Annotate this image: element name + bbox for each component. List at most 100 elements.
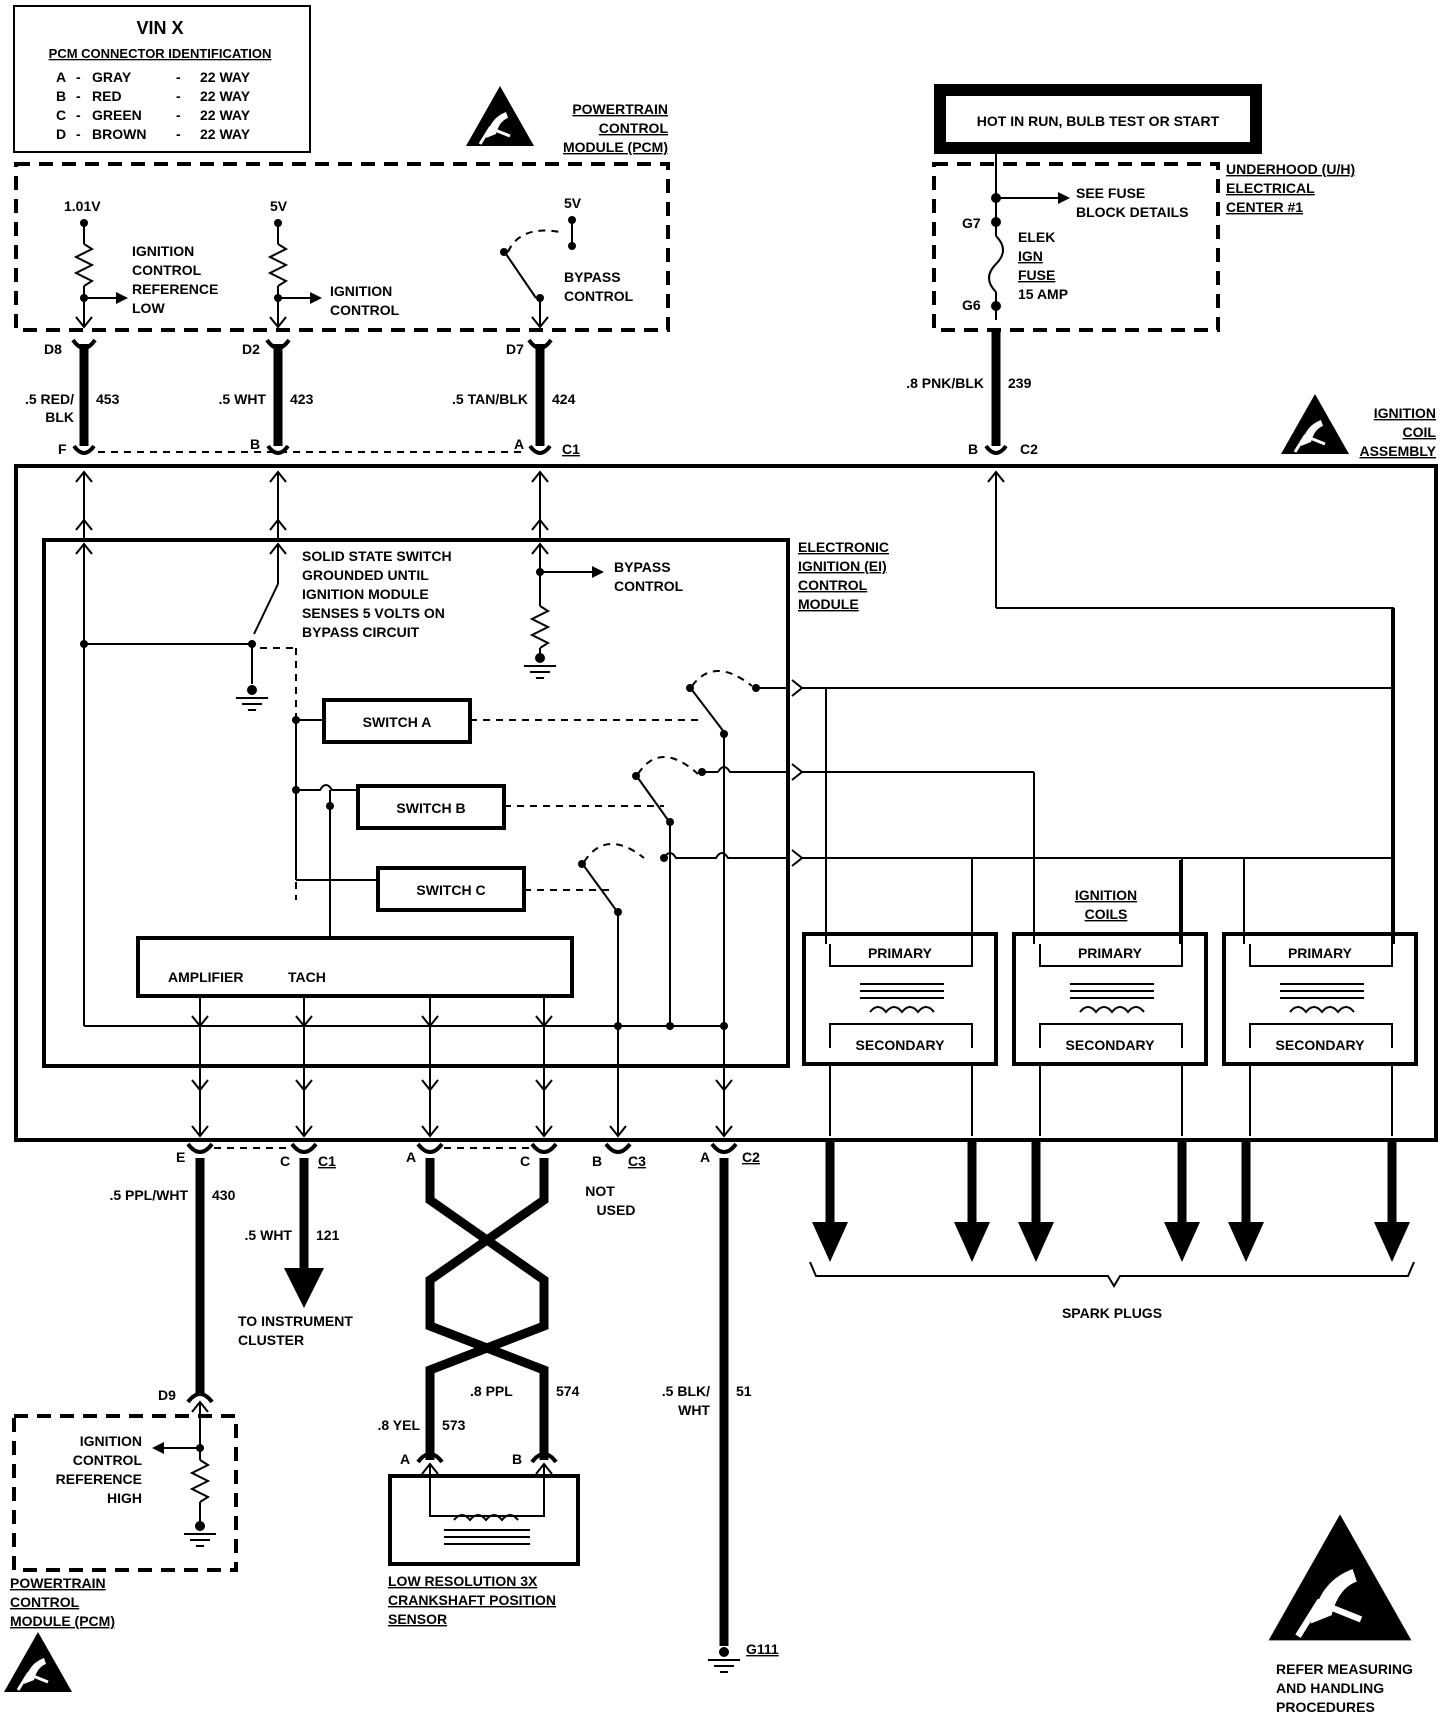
coil-assembly-label-3: ASSEMBLY: [1359, 443, 1436, 459]
vin-row-c-letter: C: [56, 107, 66, 123]
svg-text:-: -: [76, 107, 81, 123]
coil-3-primary: PRIMARY: [1288, 945, 1353, 961]
pcm-top: POWERTRAIN CONTROL MODULE (PCM) 1.01V IG…: [14, 101, 670, 332]
wire-239-label: .8 PNK/BLK: [906, 375, 984, 391]
sensor-pin-b: B: [512, 1451, 522, 1467]
esd-warning-icon: [1279, 392, 1351, 456]
terminal-g6: G6: [962, 297, 981, 313]
top-connectors: D8 D2 D7 .5 RED/ BLK 453 .5 WHT 423 .5 T…: [25, 338, 580, 457]
pcm-label-3: MODULE (PCM): [563, 139, 668, 155]
bypass-inner-1: BYPASS: [614, 559, 671, 575]
pin-b-c3: B: [592, 1153, 602, 1169]
vin-subtitle: PCM CONNECTOR IDENTIFICATION: [49, 46, 272, 61]
vin-row-d-letter: D: [56, 126, 66, 142]
pin-b: B: [250, 436, 260, 452]
tach-label: TACH: [288, 969, 326, 985]
wire-573-circuit: 573: [442, 1417, 466, 1433]
wire-51-color: WHT: [678, 1402, 710, 1418]
pcm-bottom-label-2: CONTROL: [10, 1594, 80, 1610]
icr-low-2: CONTROL: [132, 262, 202, 278]
connector-c1: C1: [562, 441, 580, 457]
wire-239-circuit: 239: [1008, 375, 1032, 391]
svg-text:-: -: [176, 107, 181, 123]
connector-c2-bottom: C2: [742, 1149, 760, 1165]
svg-text:-: -: [176, 69, 181, 85]
coils-label-2: COILS: [1085, 906, 1128, 922]
wire-453-circuit: 453: [96, 391, 120, 407]
solid-state-4: SENSES 5 VOLTS ON: [302, 605, 445, 621]
ei-label-2: IGNITION (EI): [798, 558, 887, 574]
svg-text:-: -: [176, 126, 181, 142]
switch-a-label: SWITCH A: [363, 714, 432, 730]
voltage-3: 5V: [564, 195, 582, 211]
hot-in-run-label: HOT IN RUN, BULB TEST OR START: [977, 113, 1220, 129]
pin-a-c3: A: [406, 1149, 416, 1165]
wire-430-label: .5 PPL/WHT: [109, 1187, 188, 1203]
terminal-g7: G7: [962, 215, 981, 231]
connector-c3: C3: [628, 1153, 646, 1169]
see-fuse-1: SEE FUSE: [1076, 185, 1145, 201]
vin-row-d-ways: 22 WAY: [200, 126, 251, 142]
svg-text:-: -: [76, 69, 81, 85]
pin-d2: D2: [242, 341, 260, 357]
wire-574-circuit: 574: [556, 1383, 580, 1399]
coil-2: PRIMARY SECONDARY: [1012, 932, 1208, 1066]
pin-c-1: C: [280, 1153, 290, 1169]
solid-state-2: GROUNDED UNTIL: [302, 567, 429, 583]
switch-c-label: SWITCH C: [416, 882, 485, 898]
vin-title: VIN X: [136, 18, 183, 38]
vin-row-a-letter: A: [56, 69, 66, 85]
solid-state-3: IGNITION MODULE: [302, 586, 429, 602]
connector-c1-bottom: C1: [318, 1153, 336, 1169]
underhood-label-1: UNDERHOOD (U/H): [1226, 161, 1355, 177]
pin-f: F: [58, 441, 67, 457]
spark-plug-leads: SPARK PLUGS: [809, 1140, 1415, 1321]
sensor-label-1: LOW RESOLUTION 3X: [388, 1573, 538, 1589]
pin-d8: D8: [44, 341, 62, 357]
vin-row-c-ways: 22 WAY: [200, 107, 251, 123]
ei-label-3: CONTROL: [798, 577, 868, 593]
vin-row-a-color: GRAY: [92, 69, 132, 85]
icr-high-2: CONTROL: [73, 1452, 143, 1468]
vin-row-d-color: BROWN: [92, 126, 146, 142]
solid-state-1: SOLID STATE SWITCH: [302, 548, 452, 564]
wire-453-color: BLK: [45, 409, 74, 425]
vin-row-c-color: GREEN: [92, 107, 142, 123]
bypass-ctrl-2: CONTROL: [564, 288, 634, 304]
wire-574-label: .8 PPL: [470, 1383, 513, 1399]
pin-a-c2: A: [700, 1149, 710, 1165]
coil-1: PRIMARY SECONDARY: [802, 932, 998, 1066]
coils-label-1: IGNITION: [1075, 887, 1137, 903]
esd-note-1: REFER MEASURING: [1276, 1661, 1413, 1677]
svg-text:-: -: [176, 88, 181, 104]
svg-text:-: -: [76, 88, 81, 104]
esd-large-icon: [1269, 1514, 1412, 1640]
ignition-coil-assembly: IGNITION COIL ASSEMBLY: [14, 405, 1438, 1142]
wire-51-size: .5 BLK/: [662, 1383, 710, 1399]
esd-note-2: AND HANDLING: [1276, 1680, 1384, 1696]
coil-assembly-label-1: IGNITION: [1374, 405, 1436, 421]
wire-423-label: .5 WHT: [219, 391, 267, 407]
fuse-label-4: 15 AMP: [1018, 286, 1068, 302]
bottom-connectors: E C C1 A C B C3 A C2 NOT USED .5 PPL/WHT…: [109, 1060, 779, 1673]
wire-424-label: .5 TAN/BLK: [452, 391, 528, 407]
ei-control-module: ELECTRONIC IGNITION (EI) CONTROL MODULE …: [42, 538, 889, 1068]
ei-label-4: MODULE: [798, 596, 859, 612]
to-cluster-1: TO INSTRUMENT: [238, 1313, 353, 1329]
vin-row-b-color: RED: [92, 88, 122, 104]
vin-row-b-ways: 22 WAY: [200, 88, 251, 104]
pin-e: E: [176, 1149, 185, 1165]
ign-ctrl-1: IGNITION: [330, 283, 392, 299]
coil-1-secondary: SECONDARY: [856, 1037, 946, 1053]
not-used-1: NOT: [585, 1183, 615, 1199]
icr-high-3: REFERENCE: [56, 1471, 142, 1487]
not-used-2: USED: [597, 1202, 636, 1218]
wire-573-label: .8 YEL: [377, 1417, 420, 1433]
icr-low-3: REFERENCE: [132, 281, 218, 297]
underhood-center: HOT IN RUN, BULB TEST OR START UNDERHOOD…: [906, 84, 1355, 457]
coil-feed-lines: [791, 608, 1394, 944]
sensor-label-2: CRANKSHAFT POSITION: [388, 1592, 556, 1608]
vin-table: VIN X PCM CONNECTOR IDENTIFICATION A - G…: [13, 5, 311, 153]
wire-51-circuit: 51: [736, 1383, 752, 1399]
